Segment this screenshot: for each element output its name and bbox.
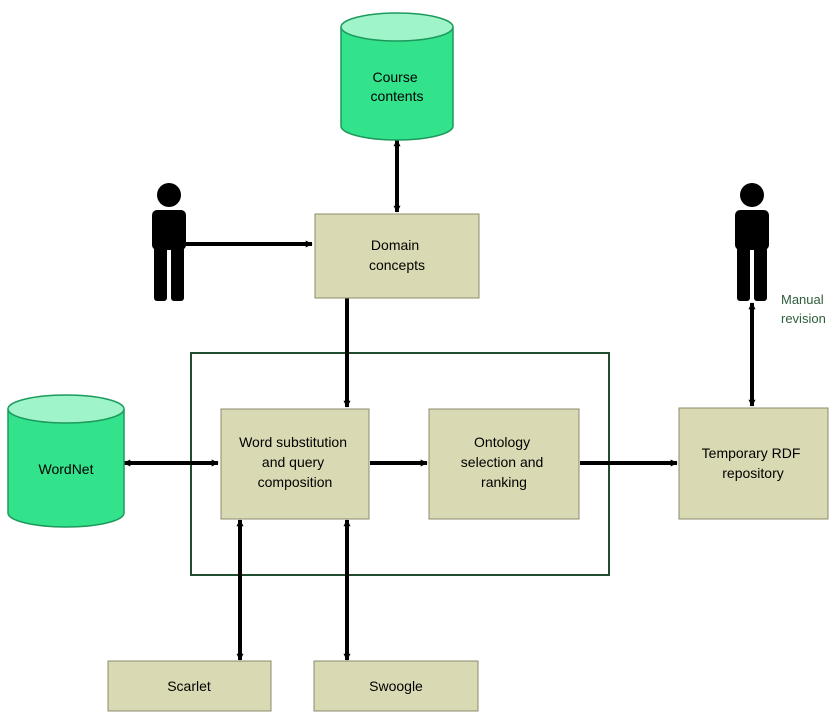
person-icon	[152, 183, 186, 301]
manual-revision-annotation: Manual revision	[781, 292, 827, 326]
wordnet-label: WordNet	[39, 461, 94, 477]
word-substitution-box: Word substitution and query composition	[220, 408, 370, 520]
scarlet-box: Scarlet	[107, 660, 272, 712]
wordnet-database: WordNet	[7, 394, 125, 528]
person-icon	[735, 183, 769, 301]
word-substitution-label: Word substitution and query composition	[239, 434, 351, 490]
scarlet-label: Scarlet	[167, 678, 211, 694]
connectors	[123, 139, 756, 661]
domain-concepts-box: Domain concepts	[314, 213, 480, 299]
temporary-rdf-label: Temporary RDF repository	[702, 445, 805, 481]
ontology-selection-label: Ontology selection and ranking	[461, 434, 547, 490]
ontology-selection-box: Ontology selection and ranking	[428, 408, 580, 520]
swoogle-box: Swoogle	[313, 660, 479, 712]
course-contents-database: Course contents	[340, 12, 454, 141]
domain-concepts-label: Domain concepts	[369, 237, 425, 273]
course-contents-label: Course contents	[371, 69, 424, 104]
temporary-rdf-box: Temporary RDF repository	[678, 407, 829, 520]
swoogle-label: Swoogle	[369, 678, 423, 694]
